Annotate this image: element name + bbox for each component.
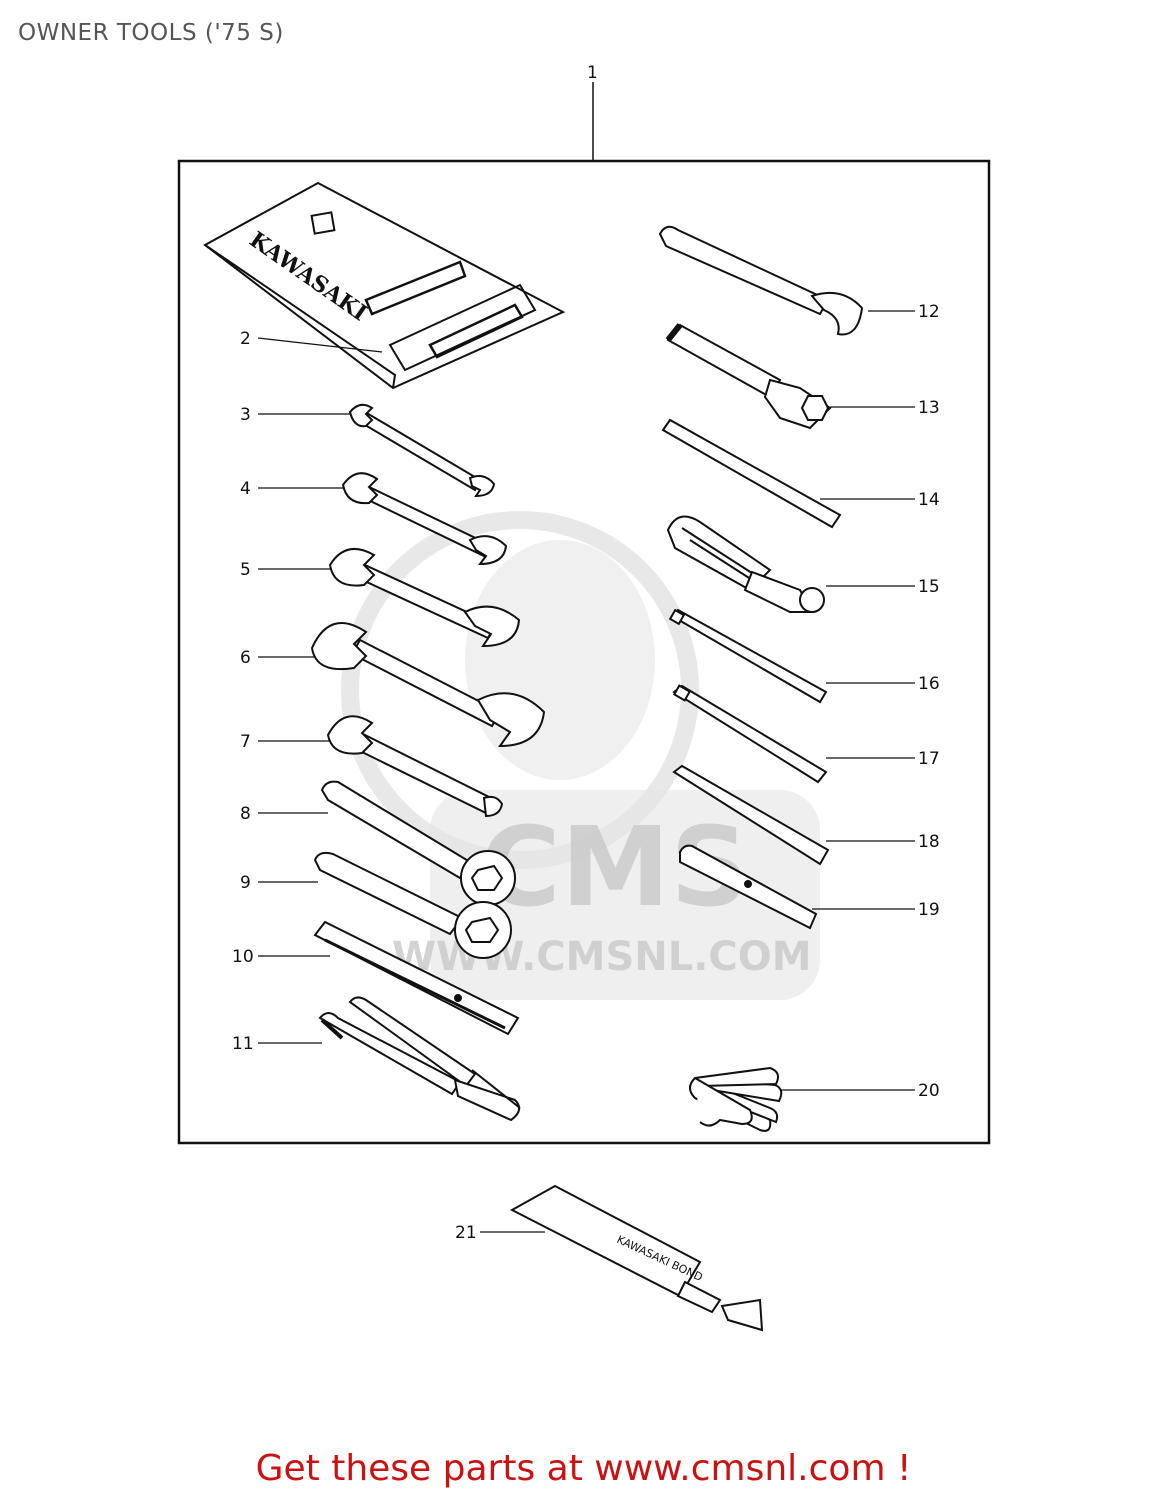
hook-spanner-12[interactable] [658, 225, 864, 336]
wrench-7[interactable] [326, 715, 504, 818]
screwdriver-bit-17[interactable] [672, 684, 828, 784]
callout-3[interactable]: 3 [240, 405, 251, 425]
callout-20[interactable]: 20 [918, 1081, 940, 1101]
tommy-bar-14[interactable] [661, 418, 842, 529]
screwdriver-handle-15[interactable] [666, 515, 825, 613]
tool-pouch[interactable]: KAWASAKI [203, 181, 566, 390]
callout-1[interactable]: 1 [587, 63, 598, 83]
screwdriver-bit-16[interactable] [668, 608, 828, 704]
callout-6[interactable]: 6 [240, 648, 251, 668]
flat-tool-10[interactable] [313, 920, 520, 1036]
callout-16[interactable]: 16 [918, 674, 940, 694]
callout-18[interactable]: 18 [918, 832, 940, 852]
flat-bar-19[interactable] [679, 844, 818, 930]
callout-4[interactable]: 4 [240, 479, 251, 499]
page-title: OWNER TOOLS ('75 S) [18, 20, 284, 46]
bond-tube-21[interactable]: KAWASAKI BOND [509, 1184, 764, 1332]
wrench-6[interactable] [310, 622, 546, 748]
wrench-5[interactable] [328, 547, 521, 648]
wrench-4[interactable] [341, 472, 508, 566]
footer-link-text[interactable]: Get these parts at www.cmsnl.com ! [255, 1448, 912, 1489]
wrench-3[interactable] [348, 403, 496, 498]
screwdriver-blade-18[interactable] [672, 764, 830, 866]
callout-10[interactable]: 10 [232, 947, 254, 967]
tool-kit-frame [177, 82, 991, 1145]
callout-5[interactable]: 5 [240, 560, 251, 580]
callout-17[interactable]: 17 [918, 749, 940, 769]
watermark-url: WWW.CMSNL.COM [392, 934, 812, 980]
box-wrench-13[interactable] [665, 323, 832, 430]
callout-15[interactable]: 15 [918, 577, 940, 597]
callout-7[interactable]: 7 [240, 732, 251, 752]
ring-wrench-9[interactable] [313, 851, 512, 959]
parts-diagram: CMS WWW.CMSNL.COM 1 KAWASAKI [177, 63, 991, 1332]
callout-21[interactable]: 21 [455, 1223, 477, 1243]
footer-link[interactable]: Get these parts at www.cmsnl.com ! [0, 1448, 1167, 1489]
callout-8[interactable]: 8 [240, 804, 251, 824]
pliers-11[interactable] [318, 996, 521, 1122]
callout-14[interactable]: 14 [918, 490, 940, 510]
feeler-gauge-20[interactable] [689, 1066, 783, 1132]
callout-2[interactable]: 2 [240, 329, 251, 349]
callout-9[interactable]: 9 [240, 873, 251, 893]
callout-13[interactable]: 13 [918, 398, 940, 418]
leader-lines [257, 310, 915, 1233]
callout-11[interactable]: 11 [232, 1034, 254, 1054]
callout-19[interactable]: 19 [918, 900, 940, 920]
callout-12[interactable]: 12 [918, 302, 940, 322]
ring-wrench-8[interactable] [320, 780, 516, 906]
